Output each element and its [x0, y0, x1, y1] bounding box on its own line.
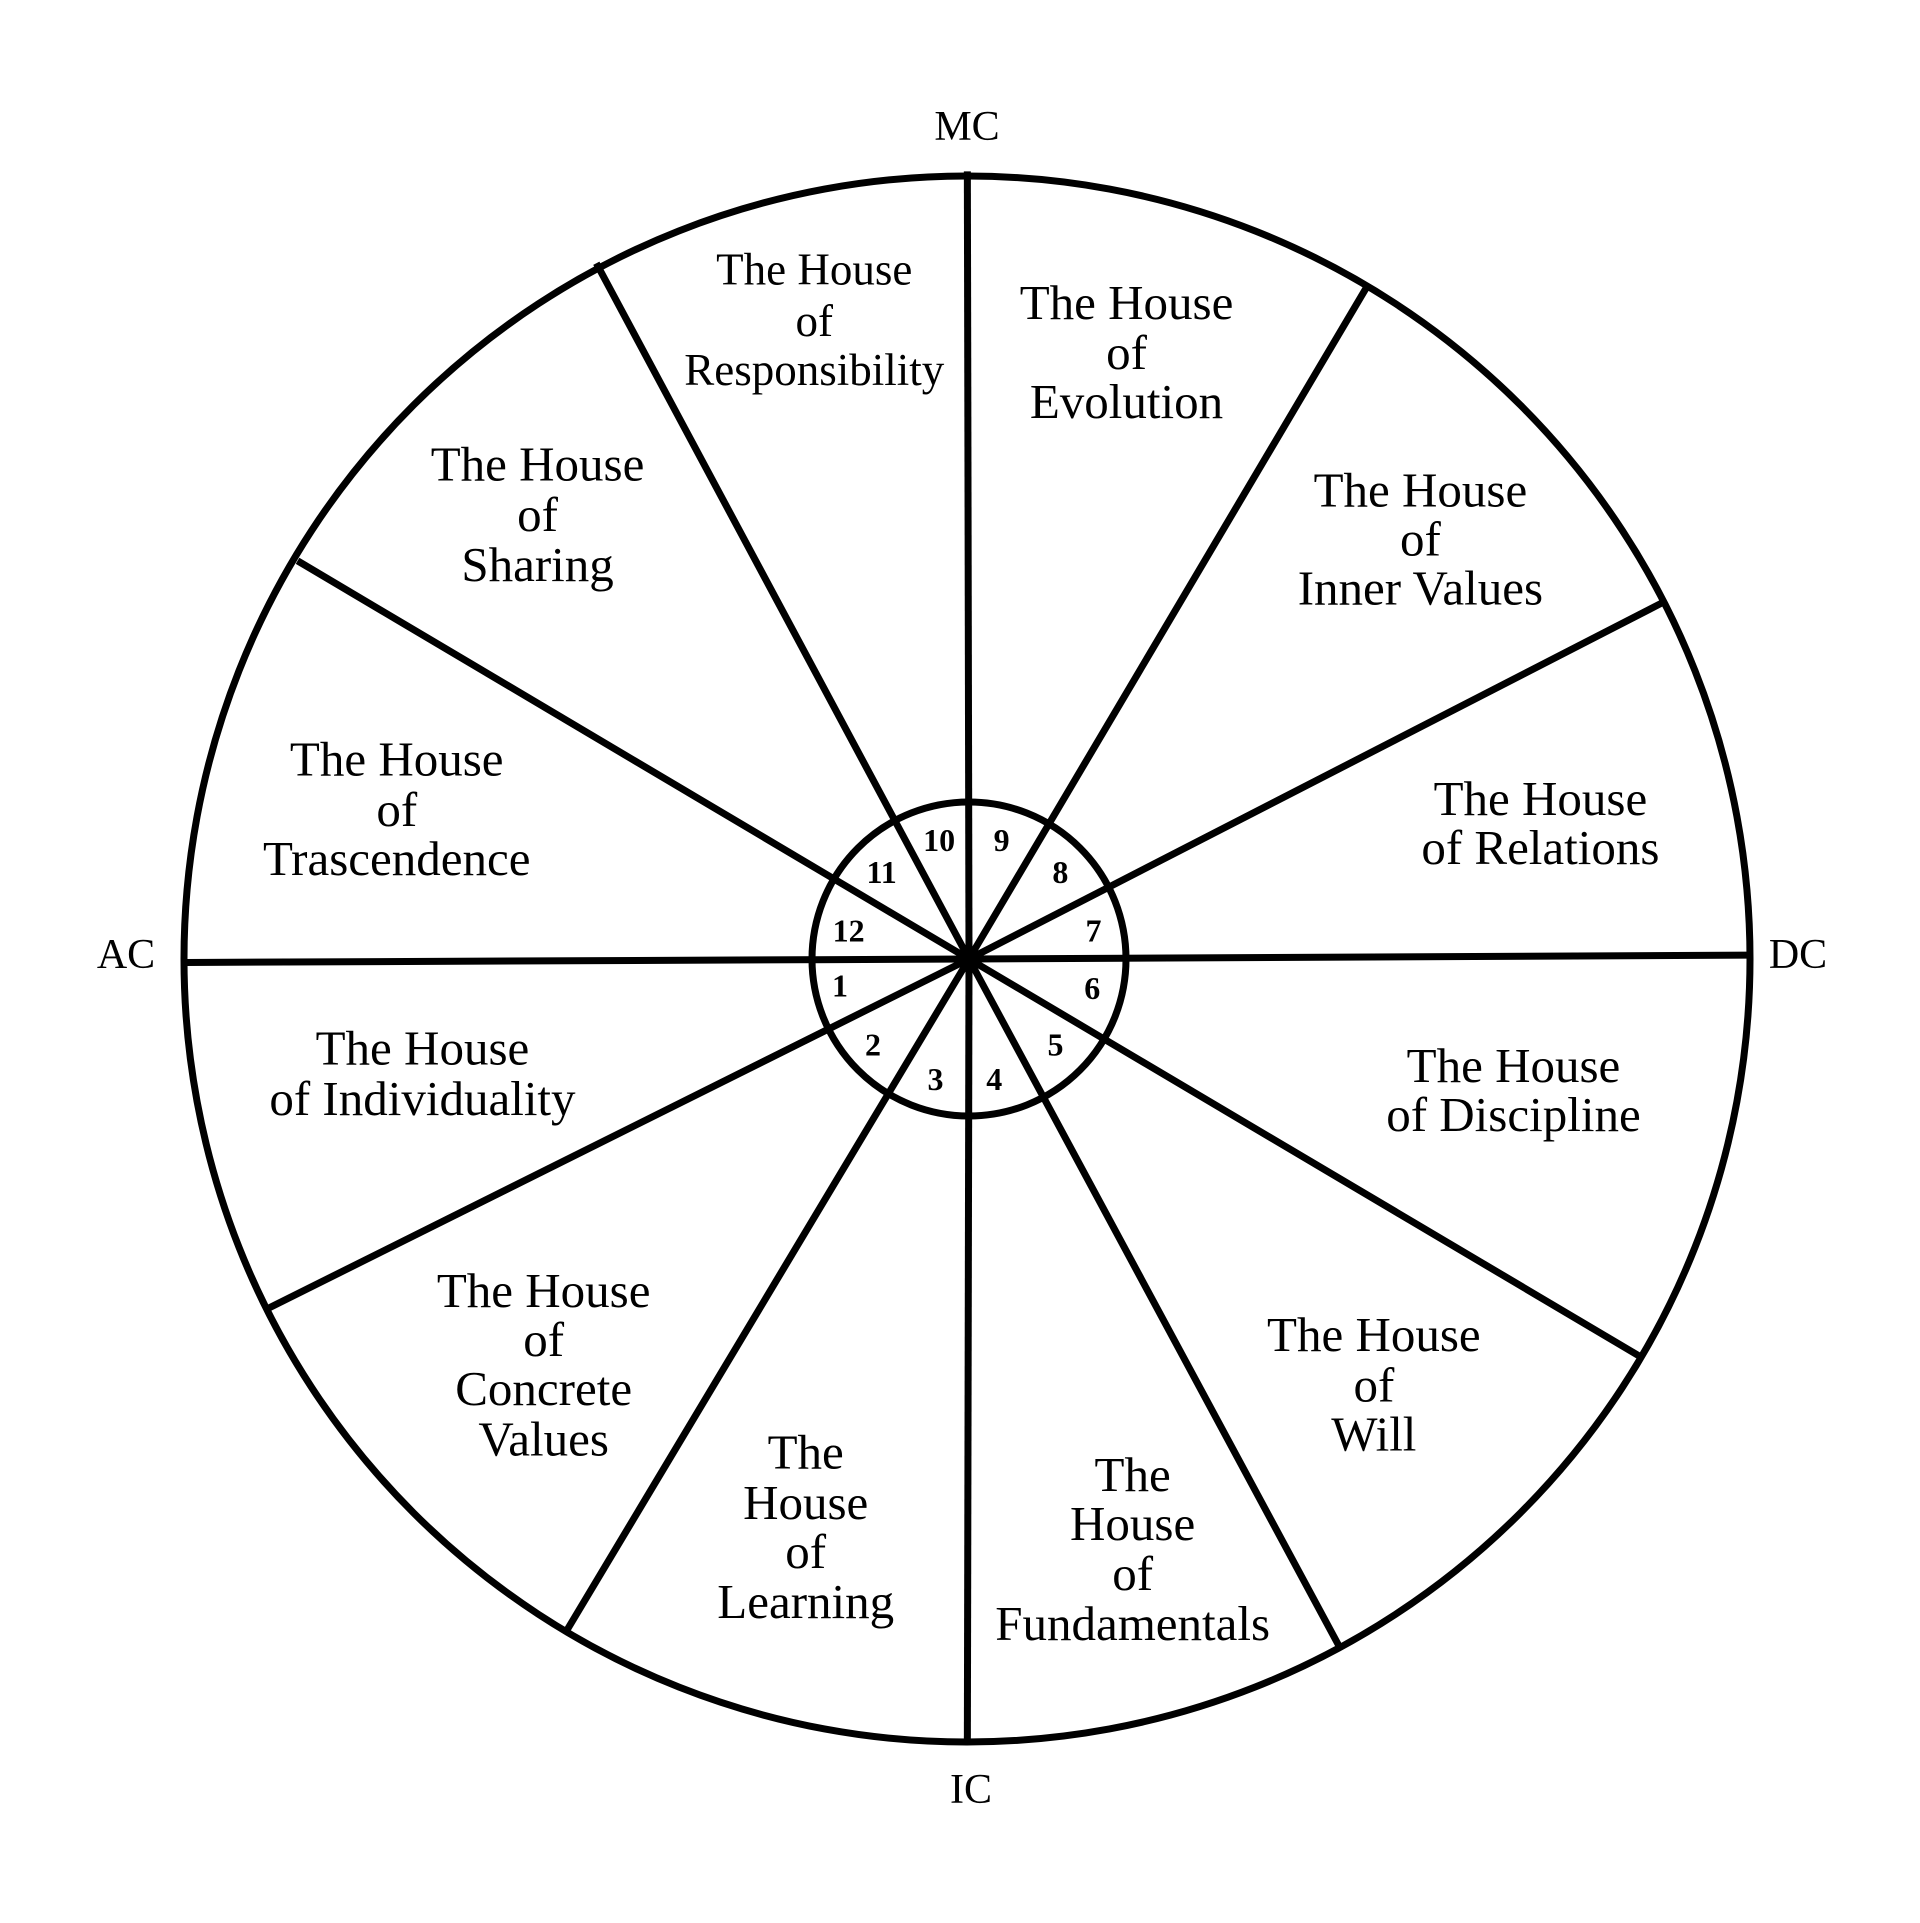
axis-label-dc: DC — [1769, 932, 1827, 978]
house-label-line: House — [743, 1475, 868, 1530]
house-number-8: 8 — [1052, 854, 1068, 890]
house-label-line: of — [1112, 1546, 1154, 1601]
house-number-5: 5 — [1048, 1026, 1064, 1062]
house-number-7: 7 — [1085, 913, 1101, 949]
house-label-line: House — [1070, 1496, 1195, 1551]
inner-divider-line — [812, 802, 971, 963]
house-number-4: 4 — [986, 1061, 1002, 1097]
house-label-line: of — [1353, 1357, 1395, 1412]
house-label-line: of Discipline — [1386, 1087, 1640, 1142]
house-label-line: The — [768, 1425, 844, 1480]
inner-divider-line — [965, 802, 1126, 961]
house-label-line: The House — [316, 1021, 530, 1076]
house-label-line: Values — [478, 1411, 609, 1466]
house-label-line: of — [376, 782, 418, 837]
inner-divider-line — [968, 951, 1126, 963]
house-label-line: The House — [290, 732, 504, 787]
house-number-6: 6 — [1084, 970, 1100, 1006]
house-label-line: of Individuality — [269, 1071, 576, 1126]
house-label-line: The House — [1020, 275, 1234, 330]
inner-divider-line — [967, 955, 1126, 1116]
house-label-line: of — [796, 296, 834, 346]
house-label-line: The House — [1407, 1038, 1621, 1093]
inner-divider-line — [812, 955, 971, 1116]
house-label-line: of — [523, 1312, 565, 1367]
house-label-line: Fundamentals — [995, 1596, 1270, 1651]
inner-divider-line — [812, 802, 973, 961]
axis-label-ic: IC — [950, 1767, 992, 1813]
house-number-11: 11 — [867, 854, 897, 890]
house-number-12: 12 — [833, 913, 865, 949]
house-number-2: 2 — [865, 1026, 881, 1062]
inner-divider-line — [812, 957, 973, 1116]
house-label-line: of — [517, 487, 559, 542]
inner-divider-line — [963, 958, 973, 1116]
house-label-line: The House — [1434, 771, 1648, 826]
house-number-3: 3 — [928, 1061, 944, 1097]
house-label-line: of — [1106, 325, 1148, 380]
house-label-line: The House — [716, 244, 912, 294]
house-label-line: The House — [1267, 1307, 1481, 1362]
inner-divider-line — [967, 802, 1126, 963]
axis-label-mc: MC — [934, 104, 999, 150]
house-label-line: of — [1400, 511, 1442, 566]
house-label-line: The House — [431, 437, 645, 492]
house-label-line: Concrete — [455, 1361, 632, 1416]
inner-dividers — [812, 802, 1126, 1116]
house-label-line: of — [785, 1524, 827, 1579]
house-label-line: Sharing — [461, 537, 613, 592]
house-number-10: 10 — [923, 822, 955, 858]
house-label-line: of Relations — [1421, 820, 1659, 875]
center-dot — [957, 947, 981, 971]
axis-label-ac: AC — [97, 932, 155, 978]
house-label-line: Trascendence — [263, 831, 531, 886]
house-number-9: 9 — [994, 822, 1010, 858]
house-label-line: The — [1095, 1447, 1171, 1502]
house-label-line: The House — [437, 1263, 651, 1318]
inner-divider-line — [965, 957, 1126, 1116]
house-label-line: Will — [1331, 1406, 1416, 1461]
house-label-line: Responsibility — [684, 345, 945, 395]
house-label-line: Evolution — [1030, 374, 1223, 429]
house-number-1: 1 — [832, 968, 848, 1004]
house-label-line: The House — [1314, 462, 1528, 517]
inner-divider-line — [812, 955, 970, 966]
house-label-line: Learning — [717, 1574, 894, 1629]
house-label-line: Inner Values — [1298, 560, 1543, 615]
inner-divider-line — [963, 802, 973, 960]
